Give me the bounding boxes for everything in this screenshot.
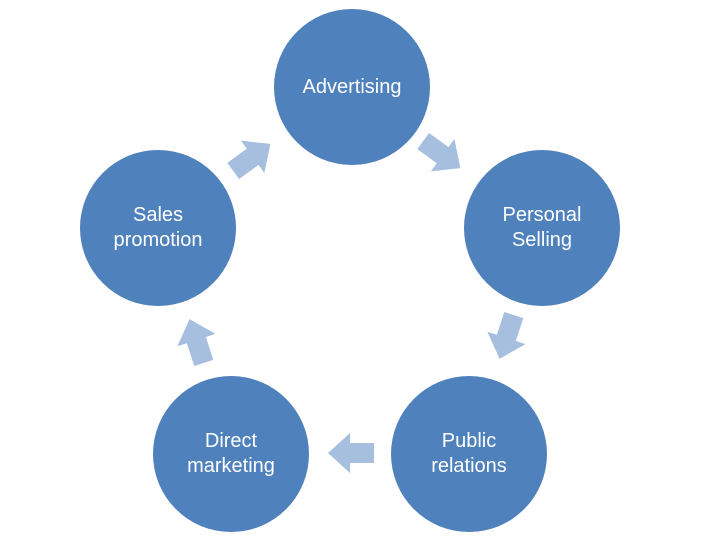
node-sales-promotion: Sales promotion xyxy=(80,150,236,306)
node-personal-selling-label: Personal Selling xyxy=(502,204,582,251)
node-personal-selling: Personal Selling xyxy=(464,150,620,306)
node-public-relations: Public relations xyxy=(391,376,547,532)
arrow-advertising-to-personal-selling xyxy=(417,132,461,172)
arrow-sales-promotion-to-advertising xyxy=(227,140,271,180)
arrow-public-relations-to-direct-marketing xyxy=(328,433,374,473)
node-public-relations-label: Public relations xyxy=(431,430,507,477)
arrow-direct-marketing-to-sales-promotion xyxy=(177,319,216,367)
arrow-personal-selling-to-public-relations xyxy=(487,311,526,359)
node-sales-promotion-label: Sales promotion xyxy=(113,204,203,251)
node-direct-marketing: Direct marketing xyxy=(153,376,309,532)
node-direct-marketing-label: Direct marketing xyxy=(187,430,275,477)
node-advertising: Advertising xyxy=(274,9,430,165)
node-advertising-label: Advertising xyxy=(302,75,402,98)
